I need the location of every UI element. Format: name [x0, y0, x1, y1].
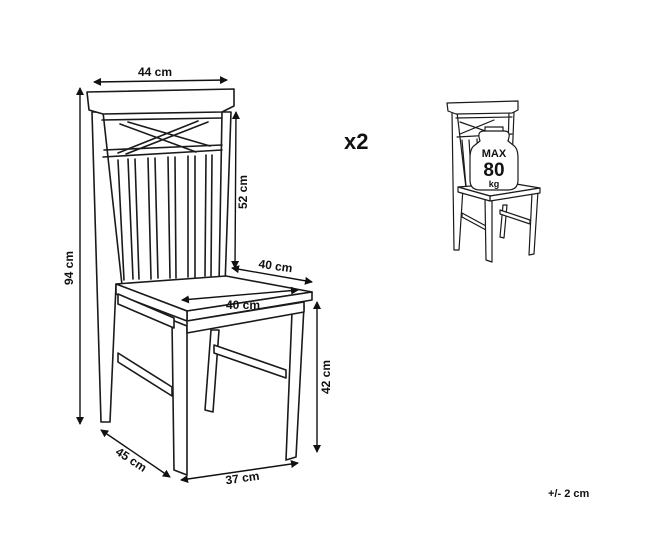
dim-arrow-base-width	[180, 460, 299, 483]
weight-badge-unit: kg	[489, 179, 500, 189]
small-backrest-cross	[455, 116, 513, 138]
seat-apron-side	[117, 293, 175, 329]
label-total-height: 94 cm	[62, 251, 76, 285]
label-top-width: 44 cm	[138, 65, 172, 79]
main-chair-drawing	[86, 88, 313, 476]
front-right-leg	[285, 305, 305, 461]
left-back-upright	[91, 111, 123, 423]
small-front-left-leg	[484, 197, 493, 263]
small-chair-drawing: MAX 80 kg	[446, 100, 541, 263]
right-back-upright	[218, 111, 232, 286]
tolerance-note: +/- 2 cm	[548, 488, 589, 500]
dimension-lines	[76, 76, 321, 483]
backrest-cross	[101, 117, 223, 158]
dim-arrow-base-depth	[100, 429, 171, 478]
front-stretcher	[213, 344, 287, 379]
top-rail	[86, 88, 235, 115]
small-top-rail	[446, 100, 519, 115]
front-left-leg	[171, 319, 188, 476]
label-backrest-height: 52 cm	[236, 175, 250, 209]
label-base-width: 37 cm	[225, 469, 261, 488]
weight-badge-max: MAX	[482, 148, 507, 160]
weight-badge: MAX 80 kg	[469, 126, 519, 191]
small-side-stretcher	[461, 212, 487, 231]
label-seat-width: 40 cm	[226, 298, 260, 312]
label-base-depth: 45 cm	[113, 445, 149, 475]
dim-arrow-top-width	[93, 76, 228, 86]
quantity-label: x2	[344, 129, 368, 154]
label-seat-height: 42 cm	[319, 360, 333, 394]
side-stretcher	[117, 352, 173, 397]
backrest-slats	[117, 154, 213, 281]
dim-arrow-backrest-height	[231, 111, 240, 269]
small-seat-side	[457, 186, 491, 202]
small-front-right-leg	[528, 190, 539, 256]
seat-apron-front	[186, 301, 305, 334]
label-seat-depth: 40 cm	[258, 257, 294, 276]
rear-right-leg	[204, 329, 220, 413]
dim-arrow-seat-width	[181, 286, 299, 304]
weight-badge-value: 80	[483, 160, 504, 181]
dim-arrow-seat-depth	[231, 265, 313, 285]
